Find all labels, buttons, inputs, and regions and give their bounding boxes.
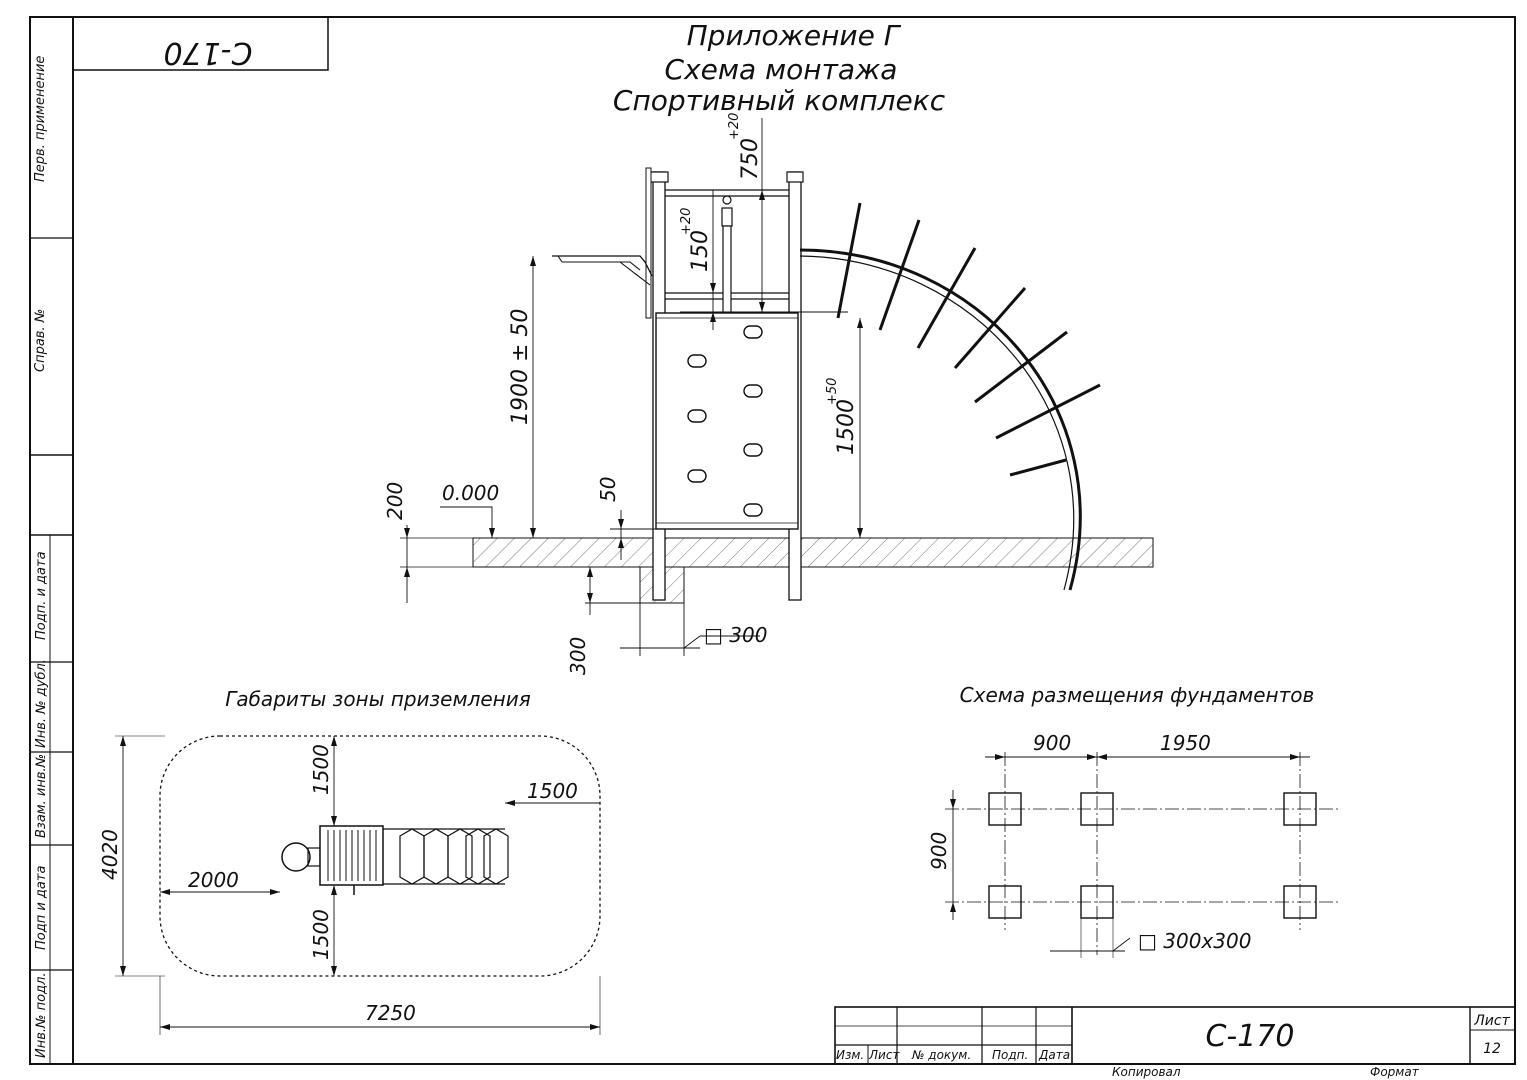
label-podp-i-data-1: Подп. и дата bbox=[34, 551, 49, 640]
title-block-sheet-label: Лист bbox=[1473, 1013, 1510, 1029]
dim-footing-size: □ 300x300 bbox=[1138, 929, 1251, 953]
dim-750: 750 bbox=[738, 138, 763, 180]
dim-300-square: □ 300 bbox=[704, 623, 767, 647]
dim-1500-top: 1500 bbox=[309, 744, 333, 795]
col-podp: Подп. bbox=[992, 1048, 1028, 1062]
side-margin-labels: Перв. применение Справ. № Подп. и дата И… bbox=[33, 56, 49, 1058]
title-block-designation: С-170 bbox=[1205, 1019, 1294, 1054]
dim-zero-mark: 0.000 bbox=[442, 481, 499, 505]
label-inv-no-dubl: Инв. № дубл. bbox=[34, 659, 49, 748]
title-line-3: Спортивный комплекс bbox=[613, 84, 946, 117]
dim-1500-tol: +50 bbox=[825, 378, 840, 405]
drawing-frame bbox=[29, 16, 1516, 1065]
label-format: Формат bbox=[1370, 1065, 1420, 1079]
dim-150-tol: +20 bbox=[679, 208, 694, 235]
dim-900-vertical: 900 bbox=[927, 832, 951, 870]
dim-4020: 4020 bbox=[98, 829, 122, 880]
col-list: Лист bbox=[868, 1048, 900, 1062]
label-perv-primenenie: Перв. применение bbox=[33, 56, 48, 182]
dim-300-depth: 300 bbox=[566, 637, 590, 675]
col-izm: Изм. bbox=[836, 1048, 864, 1062]
dim-1500: 1500 bbox=[834, 399, 859, 455]
title-block: С-170 Лист 12 Изм. Лист № докум. Подп. Д… bbox=[834, 1006, 1516, 1079]
landing-zone-view: Габариты зоны приземления bbox=[98, 687, 601, 1035]
title-line-2: Схема монтажа bbox=[665, 53, 898, 86]
landing-zone-title: Габариты зоны приземления bbox=[225, 687, 531, 711]
label-kopiroval: Копировал bbox=[1112, 1065, 1181, 1079]
title-block-sheet-no: 12 bbox=[1483, 1041, 1501, 1057]
foundation-layout-title: Схема размещения фундаментов bbox=[960, 683, 1315, 707]
col-doc-no: № докум. bbox=[911, 1048, 971, 1062]
label-podp-i-data-2: Подп и дата bbox=[34, 866, 49, 950]
title-line-1: Приложение Г bbox=[687, 19, 902, 52]
drawing-code-rotated: С-170 bbox=[163, 35, 252, 70]
label-sprav-no: Справ. № bbox=[33, 309, 48, 372]
dim-2000: 2000 bbox=[188, 868, 239, 892]
dim-50: 50 bbox=[596, 477, 620, 502]
elevation-view: 750 +20 150 +20 1900 ± 50 1500 +50 200 0… bbox=[383, 113, 1154, 675]
drawing-title: Приложение Г Схема монтажа Спортивный ко… bbox=[613, 19, 946, 117]
col-data: Дата bbox=[1038, 1048, 1070, 1062]
label-vzam-inv-no: Взам. инв.№ bbox=[34, 754, 49, 838]
dim-1500-bottom: 1500 bbox=[309, 909, 333, 960]
dim-200: 200 bbox=[383, 482, 407, 520]
dim-1500-right: 1500 bbox=[527, 779, 578, 803]
dim-750-tol: +20 bbox=[727, 113, 742, 140]
dim-7250: 7250 bbox=[365, 1001, 416, 1025]
foundation-layout-view: Схема размещения фундаментов 900 1950 90… bbox=[927, 683, 1340, 958]
dim-900-horizontal: 900 bbox=[1033, 731, 1071, 755]
dim-1950: 1950 bbox=[1160, 731, 1211, 755]
dim-1900: 1900 ± 50 bbox=[508, 309, 533, 425]
label-inv-no-podl: Инв.№ подл. bbox=[34, 972, 49, 1058]
dim-150: 150 bbox=[688, 230, 713, 272]
